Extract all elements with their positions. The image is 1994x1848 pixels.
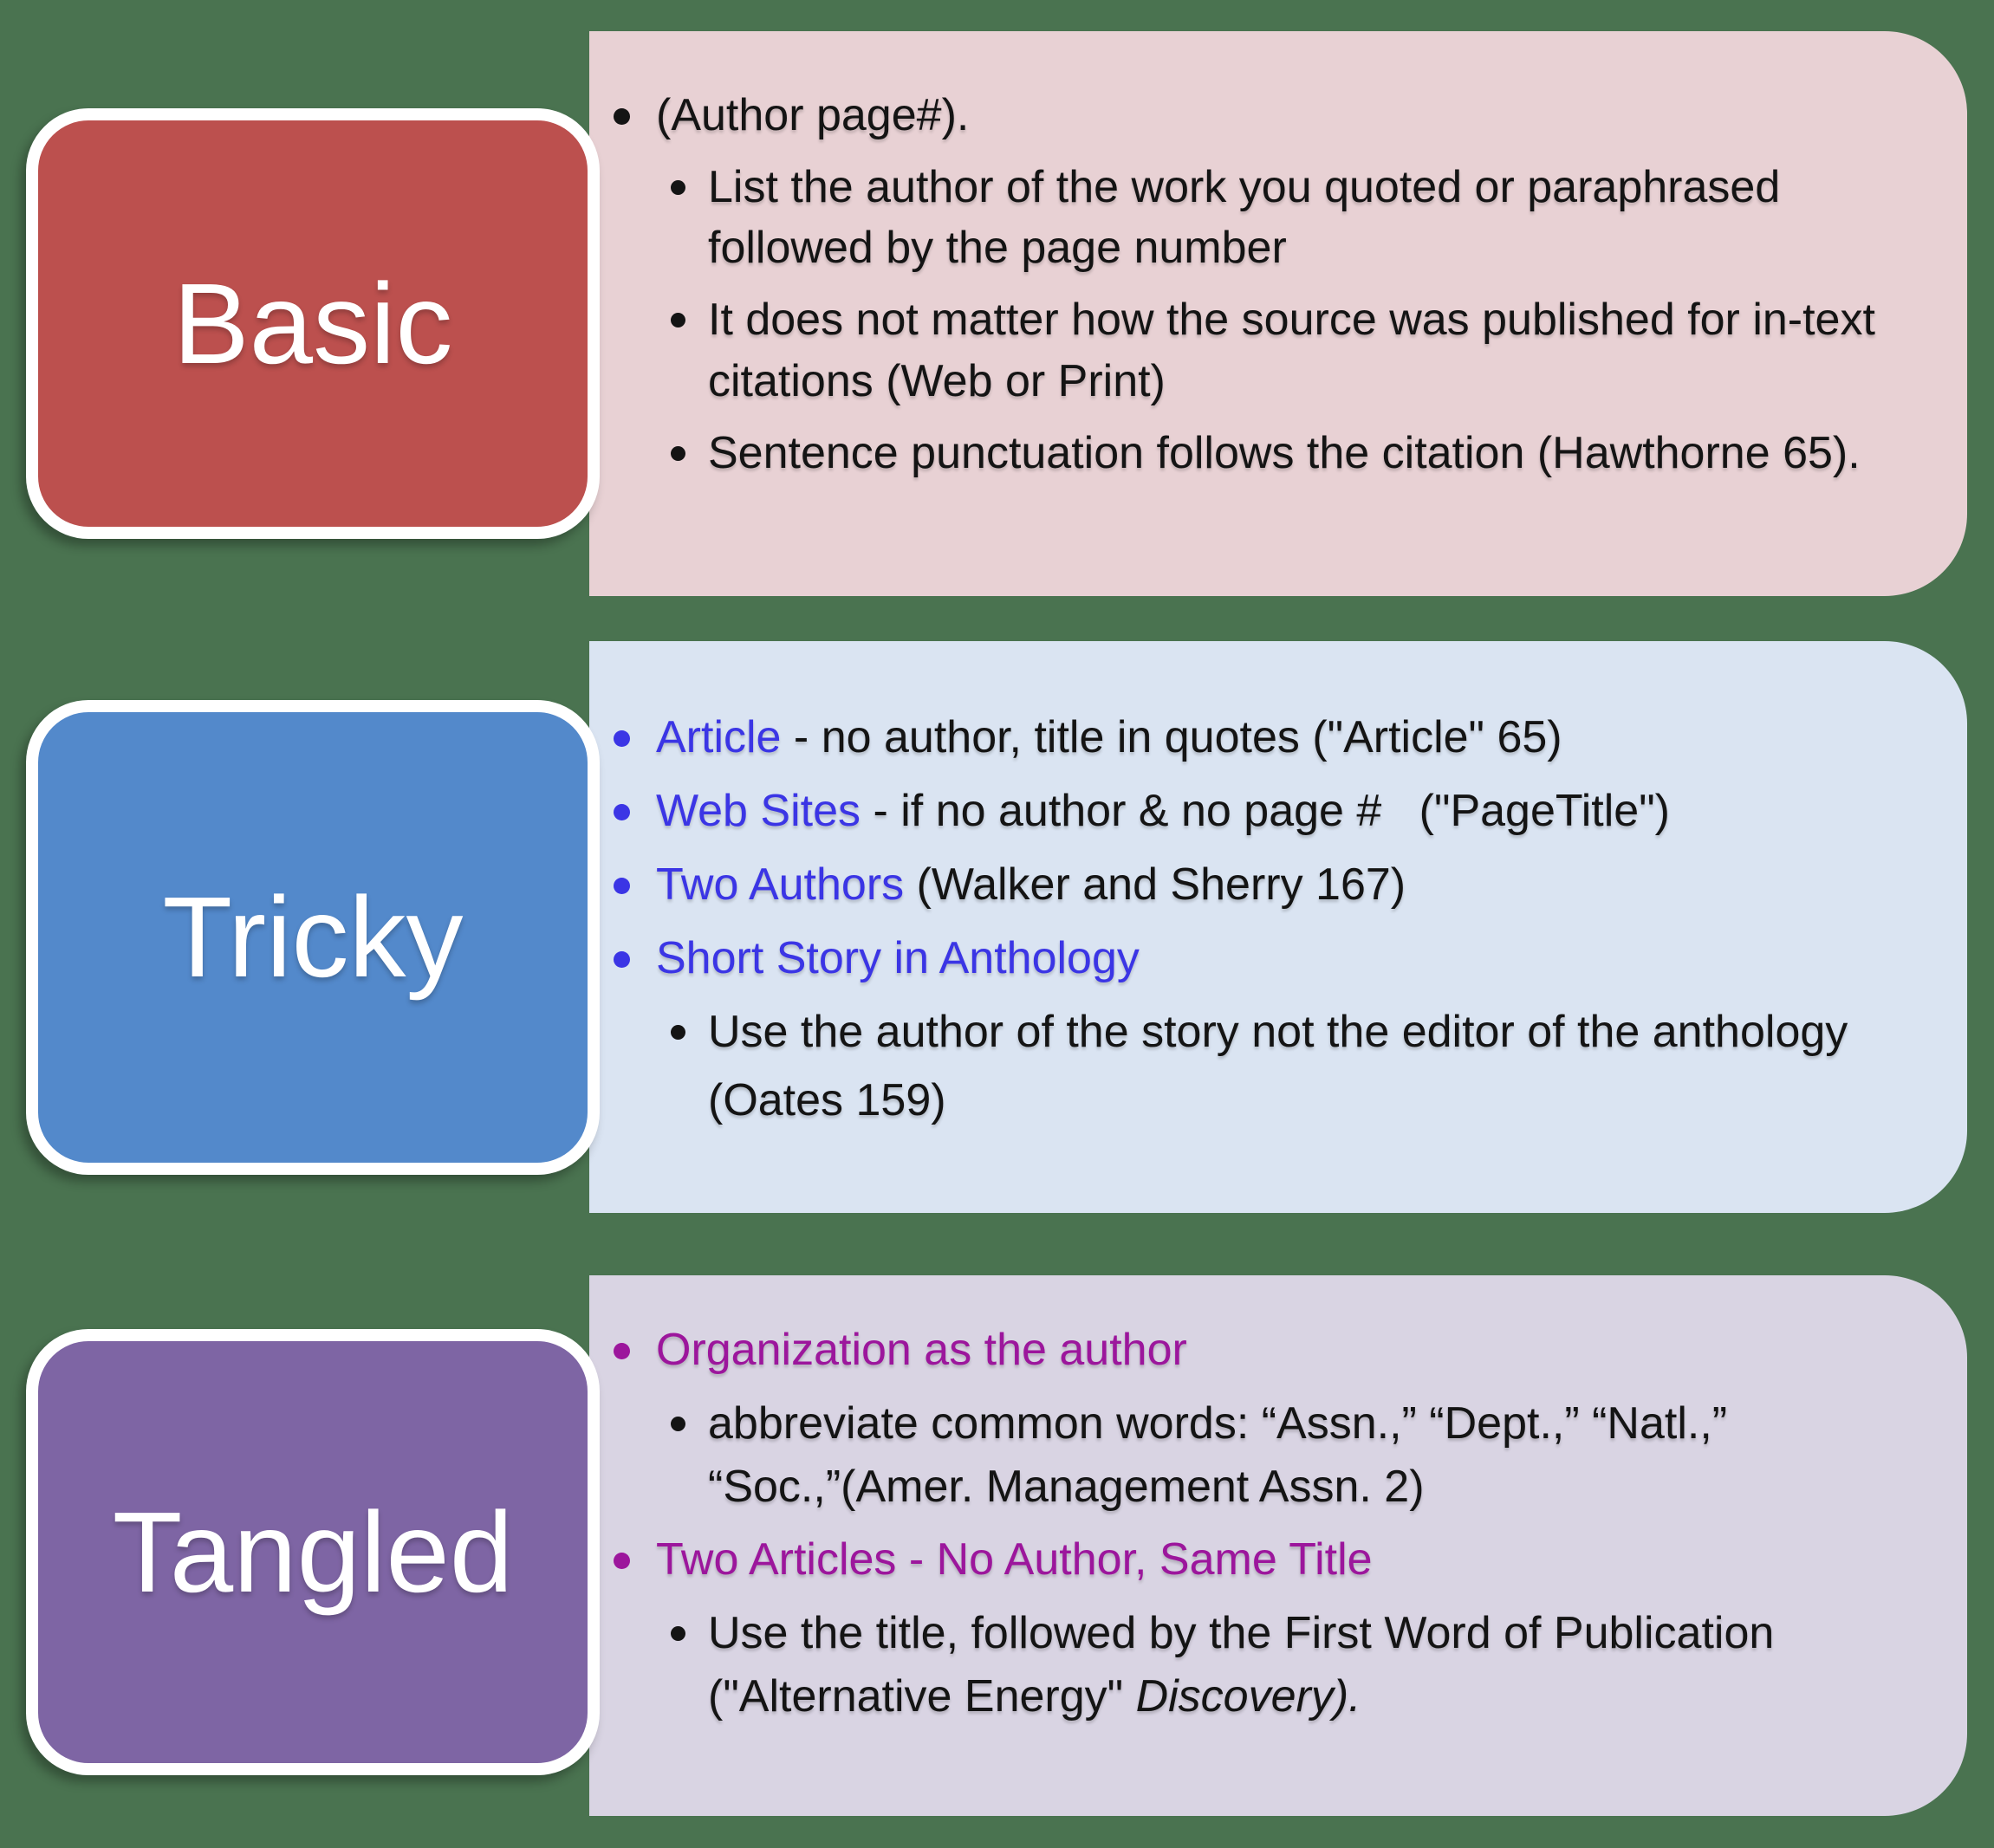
bullet-item-level-1: Two Authors (Walker and Sherry 167)	[589, 851, 1915, 919]
bullet-item-level-1: Organization as the author	[589, 1319, 1915, 1382]
body-text: It does not matter how the source was pu…	[708, 295, 1875, 406]
bullet-item-level-1: Two Articles - No Author, Same Title	[589, 1528, 1915, 1592]
bullet-item-level-2: abbreviate common words: “Assn.,” “Dept.…	[589, 1392, 1915, 1519]
label-box-basic: Basic	[26, 108, 600, 539]
bullet-item-level-2: It does not matter how the source was pu…	[589, 289, 1906, 412]
section-title-basic: Basic	[172, 259, 453, 387]
body-text: - no author, title in quotes ("Article" …	[781, 712, 1562, 762]
panel-tricky: Article - no author, title in quotes ("A…	[589, 641, 1967, 1213]
lead-text: Two Authors	[656, 859, 905, 911]
bullet-list-tricky: Article - no author, title in quotes ("A…	[589, 704, 1915, 1135]
lead-text: Organization as the author	[656, 1325, 1187, 1375]
body-text: Use the author of the story not the edit…	[708, 1007, 1848, 1126]
body-text: (Author page#).	[656, 90, 970, 140]
bullet-item-level-1: Web Sites - if no author & no page # ("P…	[589, 777, 1915, 846]
bullet-item-level-2: Use the title, followed by the First Wor…	[589, 1602, 1915, 1728]
body-text: Discovery).	[1135, 1670, 1361, 1722]
body-text: (Walker and Sherry 167)	[904, 859, 1406, 911]
lead-text: Web Sites	[656, 786, 861, 837]
bullet-item-level-2: Sentence punctuation follows the citatio…	[589, 423, 1906, 484]
bullet-item-level-2: Use the author of the story not the edit…	[589, 998, 1915, 1135]
lead-text: Article	[656, 712, 782, 762]
body-text: List the author of the work you quoted o…	[708, 161, 1781, 274]
bullet-item-level-1: (Author page#).	[589, 85, 1906, 146]
body-text: Use the title, followed by the First Wor…	[708, 1608, 1775, 1722]
body-text: abbreviate common words: “Assn.,” “Dept.…	[708, 1397, 1728, 1512]
section-title-tricky: Tricky	[162, 873, 464, 1001]
section-title-tangled: Tangled	[112, 1488, 514, 1616]
bullet-item-level-1: Article - no author, title in quotes ("A…	[589, 704, 1915, 772]
body-text: - if no author & no page # ("PageTitle")	[861, 786, 1670, 837]
bullet-list-basic: (Author page#). List the author of the wo…	[589, 85, 1906, 483]
bullet-list-tangled: Organization as the author abbreviate com…	[589, 1319, 1915, 1728]
body-text: Sentence punctuation follows the citatio…	[708, 427, 1861, 478]
bullet-item-level-2: List the author of the work you quoted o…	[589, 157, 1906, 279]
bullet-item-level-1: Short Story in Anthology	[589, 924, 1915, 993]
panel-tangled: Organization as the author abbreviate com…	[589, 1275, 1967, 1816]
lead-text: Two Articles - No Author, Same Title	[656, 1534, 1373, 1585]
label-box-tangled: Tangled	[26, 1329, 600, 1775]
label-box-tricky: Tricky	[26, 700, 600, 1175]
lead-text: Short Story in Anthology	[656, 933, 1140, 984]
panel-basic: (Author page#). List the author of the wo…	[589, 31, 1967, 596]
